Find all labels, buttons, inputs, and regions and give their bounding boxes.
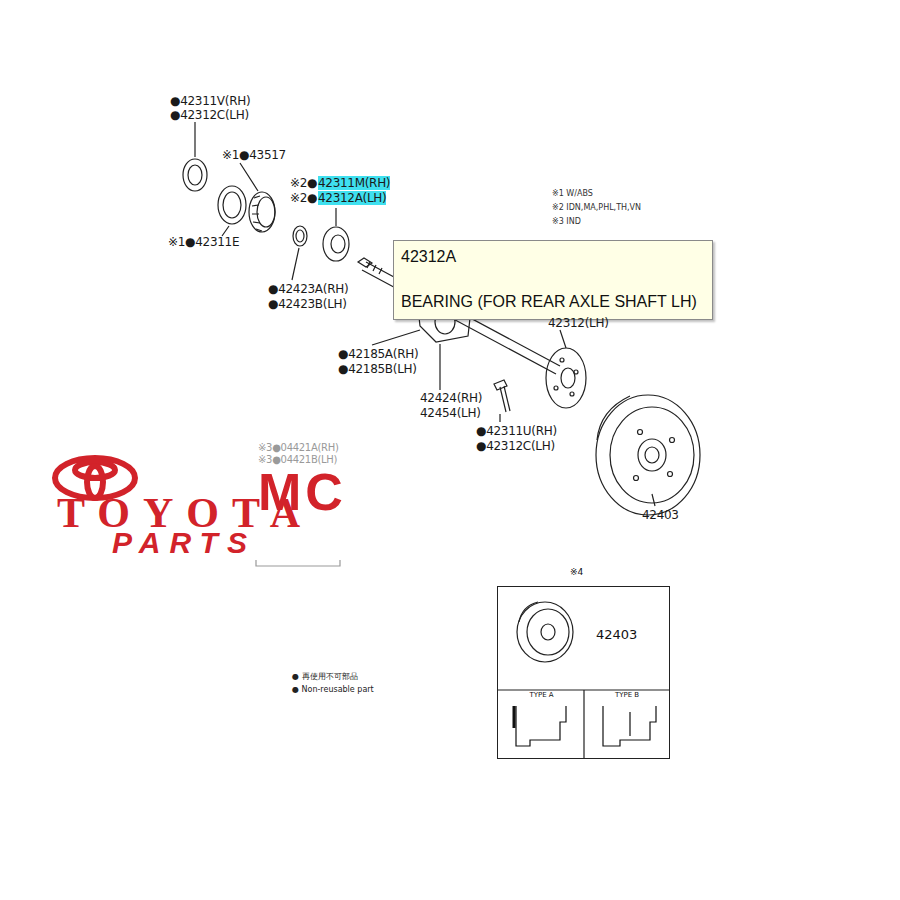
applicability-note: ※2 IDN,MA,PHL,TH,VN <box>552 203 641 213</box>
callout-number: ※1●43517 <box>222 148 286 162</box>
callout-number: ●42423B(LH) <box>268 297 347 311</box>
callout-number: 42424(RH) <box>420 391 482 405</box>
tooltip-box: 42312A BEARING (FOR REAR AXLE SHAFT LH) <box>393 240 713 320</box>
callout-number: ※1●42311E <box>168 235 239 249</box>
callout-number: ※2● <box>290 191 317 205</box>
callout-number: ※3●04421A(RH) <box>258 442 339 454</box>
callout-number: ●42185B(LH) <box>338 362 417 376</box>
part-number: TYPE A <box>498 691 585 700</box>
callout-number: 42312A(LH) <box>318 191 386 205</box>
inset-box: ※442403TYPE ATYPE B <box>497 586 670 759</box>
callout-number: ●42312C(LH) <box>476 439 555 453</box>
callout-number: ※3●04421B(LH) <box>258 454 337 466</box>
part-number: ※4 <box>570 567 583 577</box>
applicability-note: ※1 W/ABS <box>552 189 593 199</box>
part-number: 42312A <box>401 247 704 266</box>
callout-number: ※2● <box>290 176 317 190</box>
callout-number: 42311M(RH) <box>318 176 390 190</box>
callout-number: 42312(LH) <box>548 316 609 330</box>
watermark: PARTS <box>112 528 256 558</box>
part-name: BEARING (FOR REAR AXLE SHAFT LH) <box>401 292 704 311</box>
footnote: ● 再使用不可部品 <box>292 672 358 682</box>
type-cell: TYPE B <box>584 690 670 759</box>
callout-number: ●42312C(LH) <box>170 108 249 122</box>
callout-number: ●42423A(RH) <box>268 282 348 296</box>
part-name: 42403 <box>596 627 637 642</box>
callout-number: 42403 <box>642 508 679 522</box>
part-number: TYPE B <box>584 691 670 700</box>
applicability-note: ※3 IND <box>552 217 581 227</box>
callout-number: 42454(LH) <box>420 406 481 420</box>
callout-number: ●42311U(RH) <box>476 424 557 438</box>
footnote: ● Non-reusable part <box>292 685 374 695</box>
callout-number: ●42185A(RH) <box>338 347 418 361</box>
type-cell: TYPE A <box>498 690 585 759</box>
callout-number: ●42311V(RH) <box>170 94 250 108</box>
